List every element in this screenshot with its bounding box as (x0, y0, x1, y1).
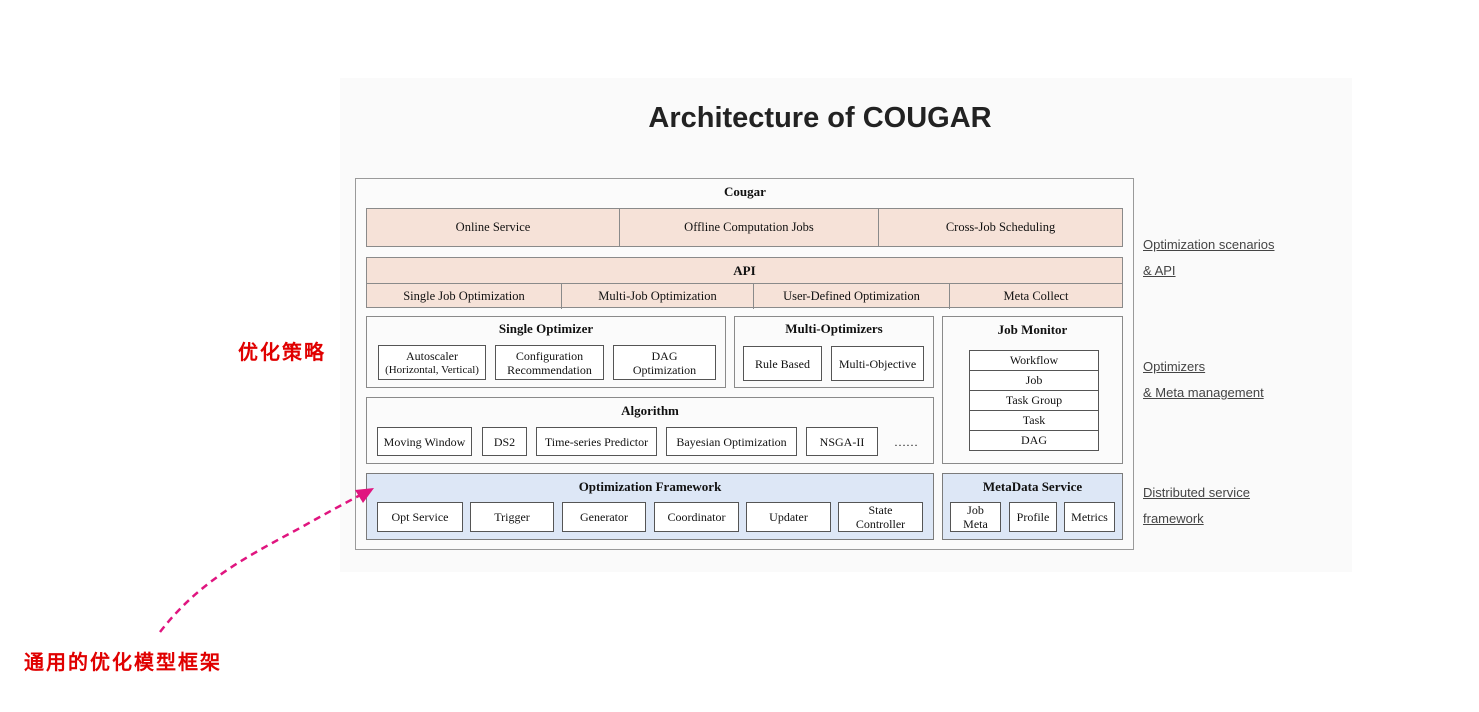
fw-state-controller: State Controller (838, 502, 923, 532)
annotation-framework: 通用的优化模型框架 (24, 650, 222, 674)
scenario-offline-jobs: Offline Computation Jobs (620, 209, 879, 246)
side-label-optimizers: Optimizers & Meta management (1143, 354, 1343, 406)
rule-based-box: Rule Based (743, 346, 822, 381)
api-label: API (367, 258, 1122, 284)
algo-nsga-ii: NSGA-II (806, 427, 878, 456)
monitor-dag: DAG (969, 430, 1099, 451)
algo-ellipsis: …… (894, 434, 918, 449)
algo-moving-window: Moving Window (377, 427, 472, 456)
annotation-strategy: 优化策略 (238, 340, 326, 364)
state-controller-line1: State (868, 503, 893, 517)
side-optimizers-line2: & Meta management (1143, 385, 1264, 400)
api-multi-job: Multi-Job Optimization (562, 284, 754, 309)
job-meta-line2: Meta (963, 517, 988, 531)
monitor-task-group: Task Group (969, 390, 1099, 411)
api-user-defined: User-Defined Optimization (754, 284, 950, 309)
autoscaler-box: Autoscaler (Horizontal, Vertical) (378, 345, 486, 380)
api-meta-collect: Meta Collect (1003, 289, 1069, 303)
single-optimizer-label: Single Optimizer (498, 321, 594, 336)
side-label-scenarios: Optimization scenarios & API (1143, 232, 1343, 284)
side-optimizers-line1: Optimizers (1143, 359, 1206, 374)
state-controller-line2: Controller (855, 517, 906, 531)
arrow-path (159, 489, 369, 633)
autoscaler-title: Autoscaler (406, 348, 458, 363)
side-label-distributed: Distributed service framework (1143, 480, 1343, 532)
dag-opt-line2: Optimization (632, 362, 697, 377)
fw-generator: Generator (562, 502, 646, 532)
metadata-service-label: MetaData Service (982, 479, 1083, 494)
algorithm-label: Algorithm (621, 403, 679, 418)
job-meta-line1: Job (967, 503, 984, 517)
monitor-task: Task (969, 410, 1099, 431)
scenarios-row: Online Service Offline Computation Jobs … (366, 208, 1123, 247)
meta-profile: Profile (1009, 502, 1057, 532)
optimization-framework-label: Optimization Framework (578, 479, 722, 494)
autoscaler-subtitle: (Horizontal, Vertical) (385, 363, 479, 376)
side-scenarios-line2: & API (1143, 263, 1176, 278)
cougar-label: Cougar (724, 184, 766, 199)
dag-optimization-box: DAG Optimization (613, 345, 716, 380)
configuration-recommendation-box: Configuration Recommendation (495, 345, 604, 380)
algo-bayesian-optimization: Bayesian Optimization (666, 427, 797, 456)
multi-objective-box: Multi-Objective (831, 346, 924, 381)
arrow-head (355, 488, 374, 503)
algo-time-series-predictor: Time-series Predictor (536, 427, 657, 456)
side-distributed-line1: Distributed service (1143, 485, 1250, 500)
api-block: API Single Job Optimization Multi-Job Op… (366, 257, 1123, 309)
meta-job-meta: Job Meta (950, 502, 1001, 532)
scenario-cross-job: Cross-Job Scheduling (945, 220, 1056, 234)
fw-updater: Updater (746, 502, 831, 532)
side-distributed-line2: framework (1143, 511, 1204, 526)
configuration-line2: Recommendation (507, 362, 592, 377)
job-monitor-stack: Workflow Job Task Group Task DAG (969, 350, 1099, 451)
side-scenarios-line1: Optimization scenarios (1143, 237, 1275, 252)
scenario-online-service: Online Service (367, 209, 620, 246)
configuration-line1: Configuration (515, 348, 584, 363)
job-monitor-label: Job Monitor (997, 322, 1068, 337)
dag-opt-line1: DAG (651, 348, 678, 363)
fw-trigger: Trigger (470, 502, 554, 532)
meta-metrics: Metrics (1064, 502, 1115, 532)
multi-optimizers-label: Multi-Optimizers (785, 321, 883, 336)
algo-ds2: DS2 (482, 427, 527, 456)
api-single-job: Single Job Optimization (367, 284, 562, 309)
monitor-workflow: Workflow (969, 350, 1099, 371)
fw-coordinator: Coordinator (654, 502, 739, 532)
page-title: Architecture of COUGAR (648, 101, 992, 134)
fw-opt-service: Opt Service (377, 502, 463, 532)
